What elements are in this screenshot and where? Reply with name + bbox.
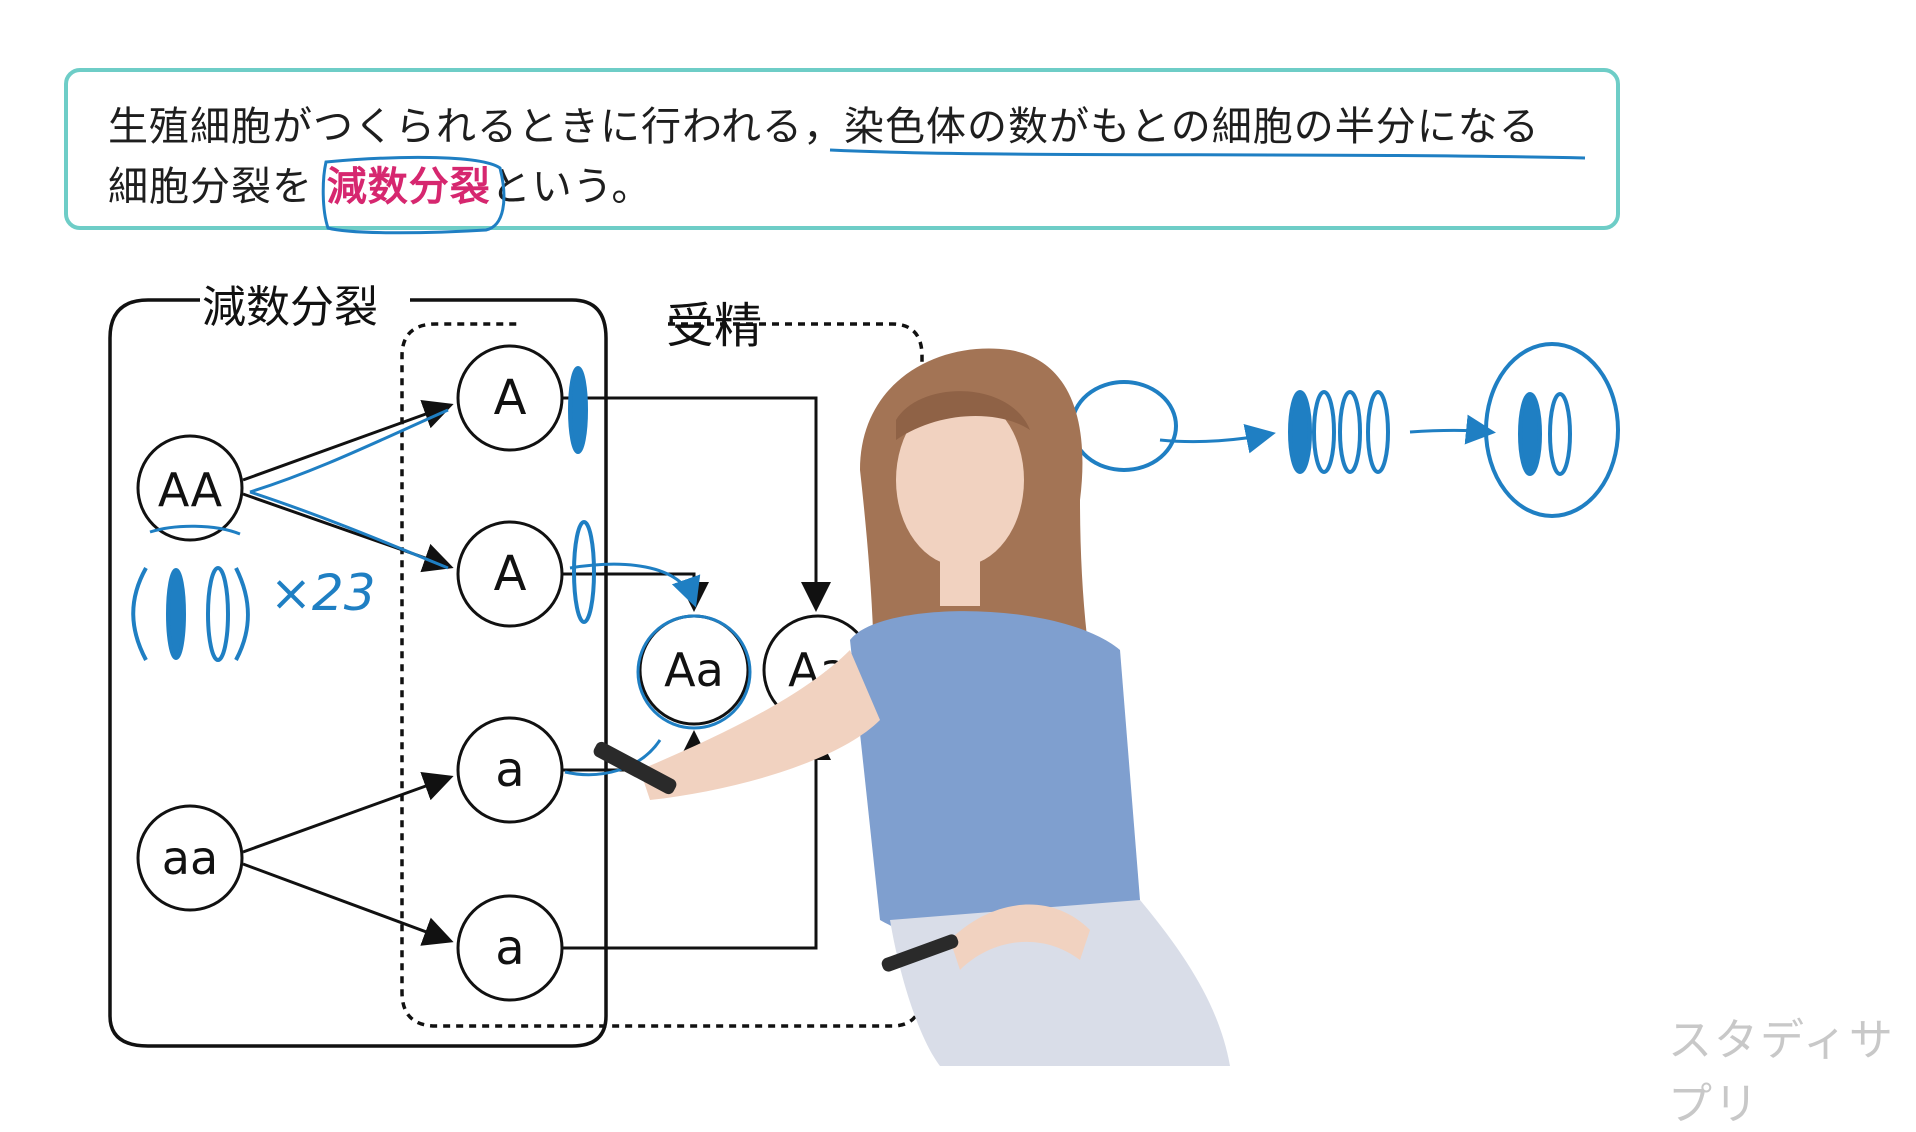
ink-chromosome (1366, 390, 1390, 474)
ink-cell (1484, 342, 1620, 518)
parent-cell-AA (136, 434, 244, 542)
brand-watermark: スタディサプリ (1668, 1015, 1895, 1130)
gamete-label: A (494, 370, 527, 426)
definition-text: 細胞分裂を (108, 164, 327, 210)
presenter (593, 348, 1230, 1066)
ink-chromosome (131, 567, 148, 661)
definition-line-2: 細胞分裂を 減数分裂という。 (108, 154, 652, 212)
ink-arrow (1159, 423, 1276, 454)
meiosis-label: 減数分裂 (202, 282, 378, 333)
gamete-label: a (495, 920, 524, 976)
parent-cell-aa (136, 804, 244, 912)
definition-emphasis-text: 染色体の数がもとの細胞の半分になる (844, 104, 1540, 150)
ink-stroke (564, 739, 662, 777)
ink-chromosome (572, 520, 596, 624)
gamete-label: A (494, 546, 527, 602)
ink-chromosome (568, 366, 588, 454)
ink-circle (636, 614, 752, 730)
definition-text: 生殖細胞がつくられるときに行われる， (108, 104, 844, 150)
ink-chromosome (166, 568, 186, 660)
gamete-label: a (495, 742, 524, 798)
meiosis-frame (108, 298, 608, 1048)
ink-chromosome (206, 566, 230, 662)
arrow-fertilization (562, 396, 831, 612)
definition-text: という。 (490, 164, 653, 210)
ink-chromosome (1070, 380, 1178, 472)
fertilization-label: 受精 (666, 298, 762, 354)
ink-chromosome (1518, 392, 1542, 476)
lesson-stage: 減数分裂 受精 AA aa A A a a Aa Aa ×23 (108, 148, 1620, 1066)
ink-arrow (1409, 414, 1496, 445)
ink-chromosome (1288, 390, 1312, 474)
ink-chromosome (234, 567, 250, 661)
ink-chromosome (1548, 392, 1572, 476)
arrow-meiosis (242, 862, 454, 946)
ink-underline (149, 524, 241, 536)
ink-stroke (249, 490, 449, 570)
arrow-fertilization (562, 730, 831, 950)
ink-stroke (249, 408, 449, 494)
ink-chromosome (1338, 390, 1362, 474)
parent-cell-label: aa (162, 831, 218, 885)
offspring-cell-label: Aa (664, 643, 724, 697)
keyword-meiosis: 減数分裂 (326, 164, 491, 210)
arrow-meiosis (242, 400, 454, 482)
arrow-meiosis (242, 772, 454, 854)
parent-cell-label: AA (158, 463, 223, 517)
ink-chromosome (1312, 390, 1336, 474)
ink-underline (829, 148, 1586, 160)
ink-multiplier: ×23 (270, 564, 376, 622)
definition-line-1: 生殖細胞がつくられるときに行われる，染色体の数がもとの細胞の半分になる (108, 94, 1540, 152)
ink-stroke (569, 562, 701, 608)
ink-keyword-circle (321, 155, 506, 235)
fertilization-frame (400, 322, 924, 1028)
